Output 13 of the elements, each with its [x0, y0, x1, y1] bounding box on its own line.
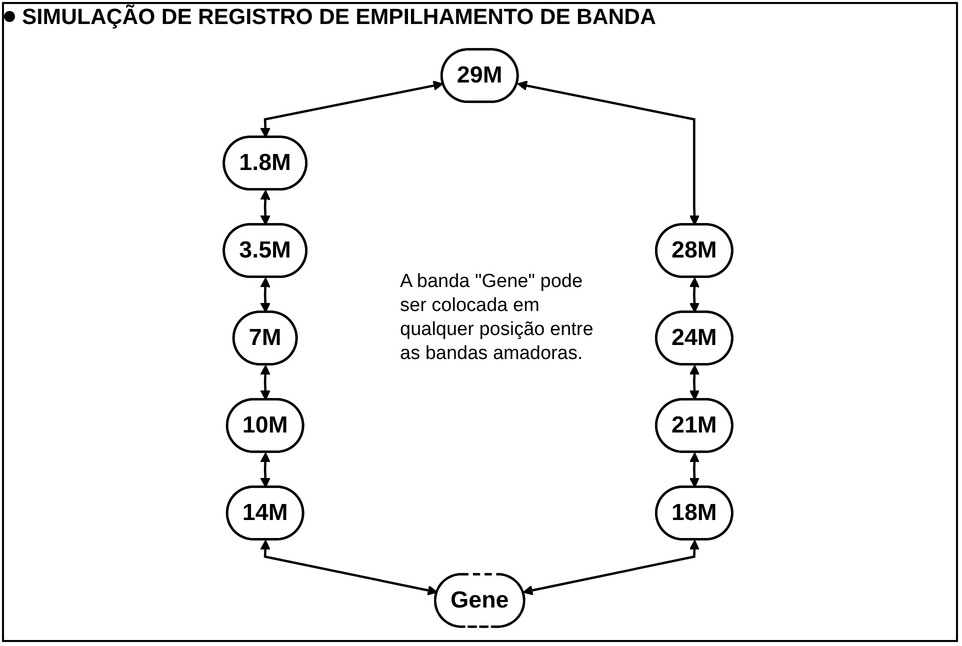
arrow — [260, 364, 270, 400]
arrow — [260, 80, 444, 138]
note: A banda "Gene" pode ser colocada em qualquer posição entre as bandas amadoras. — [400, 270, 594, 366]
title: SIMULAÇÃO DE REGISTRO DE EMPILHAMENTO DE BANDA — [22, 4, 656, 30]
arrow — [522, 540, 700, 596]
arrow — [260, 190, 270, 226]
arrow — [517, 80, 700, 226]
arrow — [689, 364, 700, 400]
arrow — [260, 452, 270, 488]
arrow — [260, 277, 270, 313]
arrow — [689, 452, 700, 488]
arrow — [689, 277, 700, 313]
arrow — [260, 540, 438, 596]
